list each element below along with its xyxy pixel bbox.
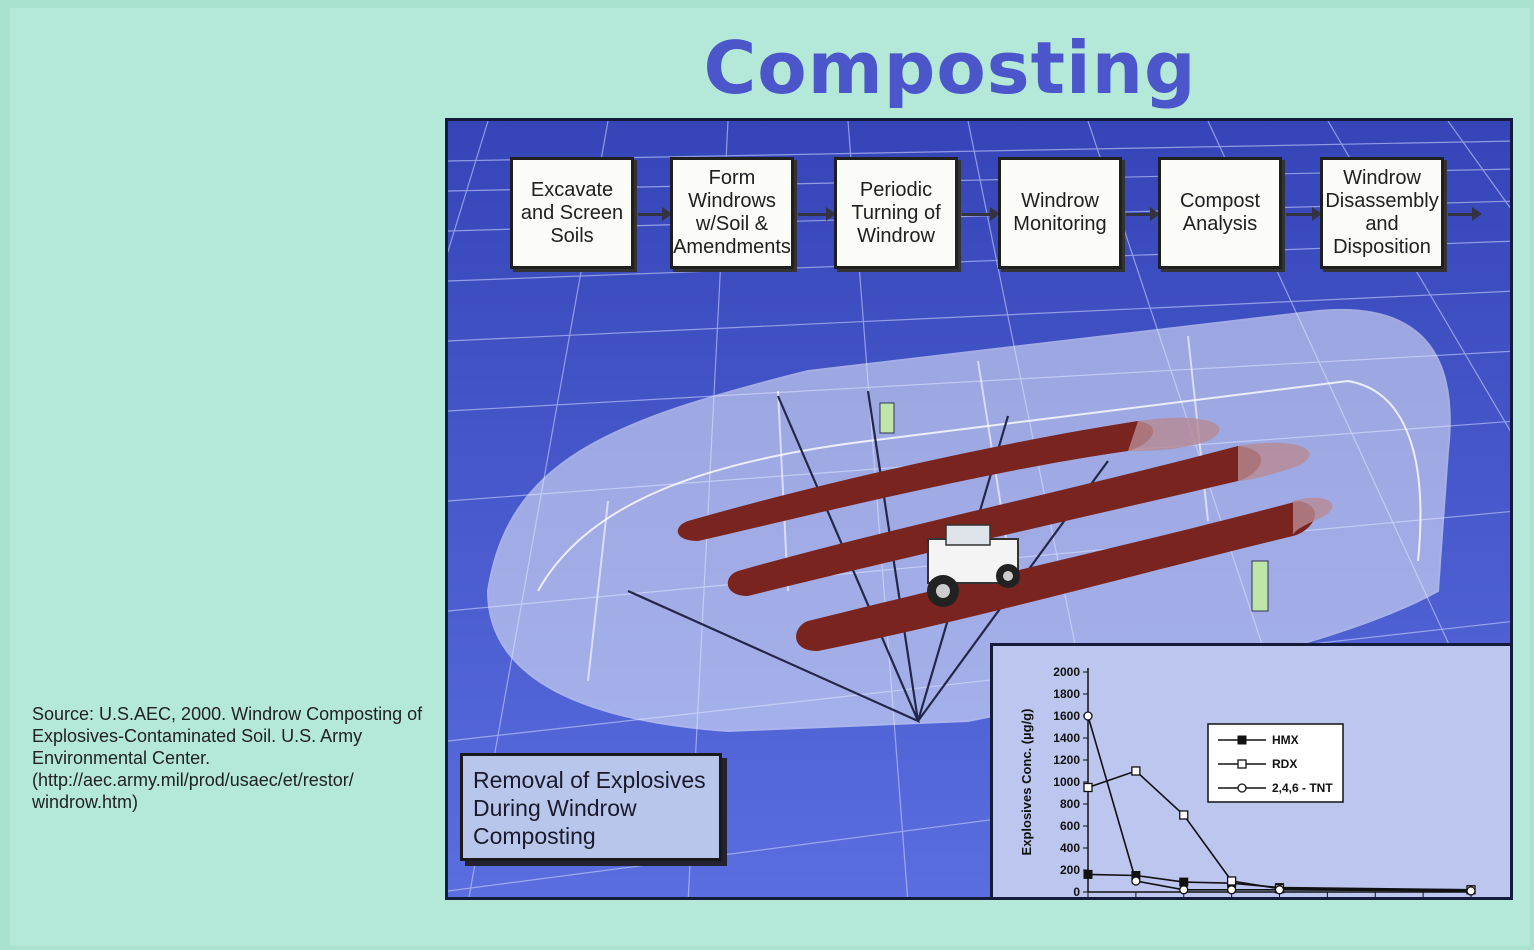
legend-marker xyxy=(1237,783,1247,793)
step-arrow xyxy=(1448,207,1482,221)
data-point xyxy=(1131,876,1141,886)
tent-door-right xyxy=(1251,560,1269,612)
y-tick-label: 1600 xyxy=(1053,709,1080,723)
legend-marker xyxy=(1237,759,1247,769)
step-arrow xyxy=(1126,207,1160,221)
legend-label: RDX xyxy=(1272,757,1297,771)
legend-marker xyxy=(1237,735,1247,745)
x-tick-label: 35 xyxy=(1416,899,1430,900)
y-tick-label: 1200 xyxy=(1053,753,1080,767)
data-point xyxy=(1179,877,1189,887)
windrow-turner-vehicle xyxy=(927,524,1020,607)
legend-label: 2,4,6 - TNT xyxy=(1272,781,1333,795)
y-tick-label: 400 xyxy=(1060,841,1080,855)
legend-box xyxy=(1207,723,1344,803)
y-tick-label: 2000 xyxy=(1053,665,1080,679)
step-arrow xyxy=(638,207,672,221)
slide-title: Composting xyxy=(703,26,1197,110)
x-tick-label: 25 xyxy=(1321,899,1335,900)
source-citation: Source: U.S.AEC, 2000. Windrow Compostin… xyxy=(32,704,423,812)
data-point xyxy=(1083,782,1093,793)
series-line-2 xyxy=(1087,715,1472,892)
slide: Composting Source: U.S.AEC, 2000. Windro… xyxy=(10,8,1530,946)
step-windrow-monitoring: Windrow Monitoring xyxy=(998,157,1122,269)
data-point xyxy=(1274,885,1285,895)
y-tick-label: 600 xyxy=(1060,819,1080,833)
series-line-1 xyxy=(1087,770,1472,891)
data-point xyxy=(1131,766,1141,776)
step-periodic-turning: Periodic Turning of Windrow xyxy=(834,157,958,269)
data-point xyxy=(1179,810,1189,820)
explosives-line-chart: 0 200 400 600 800 1000 1200 1400 1600 1800 2000 0 5 1… xyxy=(1019,665,1478,900)
y-tick-label: 0 xyxy=(1073,885,1080,899)
x-tick-label: 30 xyxy=(1369,899,1383,900)
y-tick-label: 200 xyxy=(1060,863,1080,877)
x-tick-label: 40 xyxy=(1464,899,1478,900)
data-point xyxy=(1226,885,1237,895)
step-compost-analysis: Compost Analysis xyxy=(1158,157,1282,269)
data-point xyxy=(1083,711,1093,721)
y-tick-label: 800 xyxy=(1060,797,1080,811)
windrow-shadows xyxy=(1128,417,1333,536)
windrows xyxy=(677,421,1315,651)
composting-diagram: Excavate and Screen Soils Form Windrows … xyxy=(445,118,1513,900)
x-tick-label: 15 xyxy=(1225,899,1239,900)
diagram-caption: Removal of Explosives During Windrow Com… xyxy=(460,753,722,861)
x-tick-label: 0 xyxy=(1085,899,1092,900)
series-line-0 xyxy=(1087,873,1472,891)
x-tick-label: 20 xyxy=(1273,899,1287,900)
step-arrow xyxy=(962,207,1000,221)
step-arrow xyxy=(1286,207,1322,221)
tent-door-left xyxy=(879,402,895,434)
legend-label: HMX xyxy=(1272,733,1299,747)
step-excavate-screen-soils: Excavate and Screen Soils xyxy=(510,157,634,269)
data-point xyxy=(1083,869,1093,879)
step-arrow xyxy=(798,207,836,221)
y-axis-label: Explosives Conc. (µg/g) xyxy=(1019,709,1034,856)
x-tick-label: 10 xyxy=(1177,899,1191,900)
data-point xyxy=(1179,885,1189,895)
step-form-windrows: Form Windrows w/Soil & Amendments xyxy=(670,157,794,269)
data-point xyxy=(1226,876,1237,886)
data-point xyxy=(1466,886,1476,896)
x-tick-label: 5 xyxy=(1133,899,1140,900)
concentration-chart-panel: 0 200 400 600 800 1000 1200 1400 1600 1800 2000 0 5 1… xyxy=(990,643,1510,900)
y-tick-label: 1400 xyxy=(1053,731,1080,745)
y-tick-label: 1000 xyxy=(1053,775,1080,789)
y-tick-label: 1800 xyxy=(1053,687,1080,701)
step-windrow-disassembly: Windrow Disassembly and Disposition xyxy=(1320,157,1444,269)
